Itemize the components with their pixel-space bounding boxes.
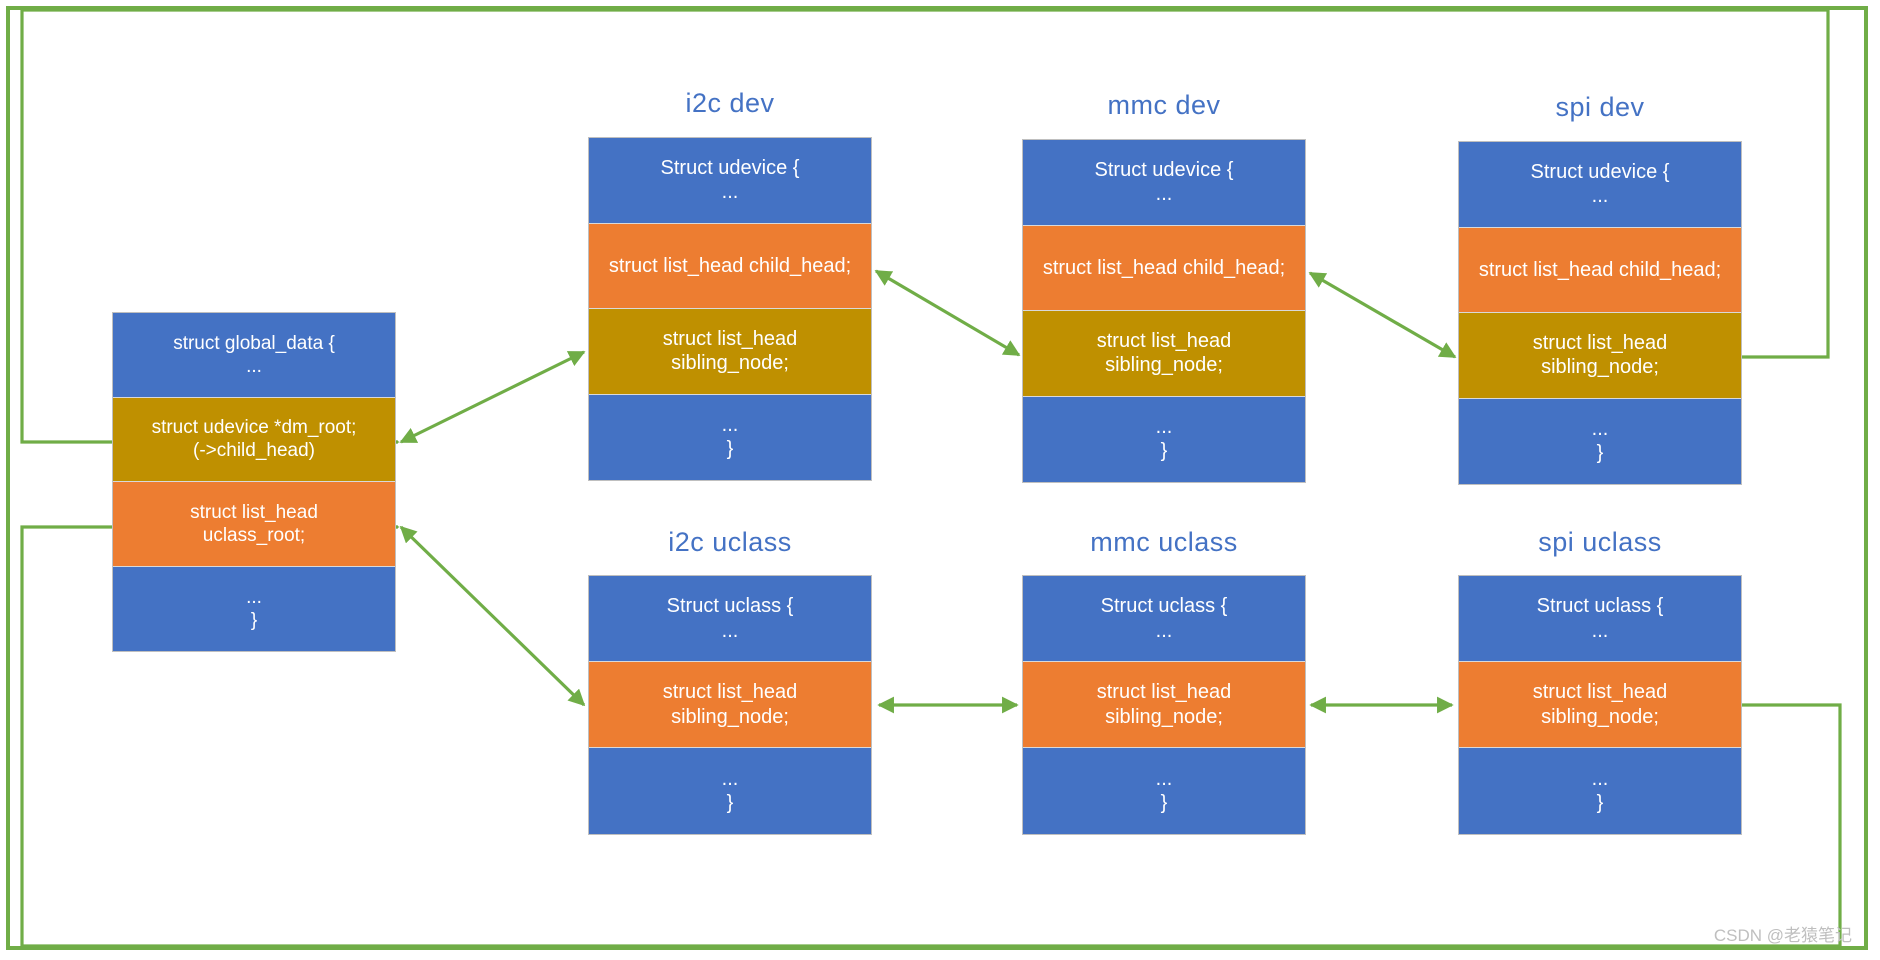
i2c-dev-row-footer-line2: } <box>726 438 734 461</box>
i2c-uclass-row-header-line1: Struct uclass { <box>666 595 794 618</box>
spi-uclass-row-sibling-node: struct list_head sibling_node; <box>1459 662 1741 748</box>
mmc-dev-row-sibling-node-line1: struct list_head <box>1096 329 1232 352</box>
gd-row-uclass-root-line2: uclass_root; <box>202 524 306 546</box>
spi-uclass-row-header-line1: Struct uclass { <box>1536 595 1664 618</box>
i2c-dev-box[interactable]: Struct udevice { ... struct list_head ch… <box>588 137 872 481</box>
spi-dev-box[interactable]: Struct udevice { ... struct list_head ch… <box>1458 141 1742 485</box>
i2c-dev-row-sibling-node-line2: sibling_node; <box>671 352 789 375</box>
mmc-uclass-row-footer-line2: } <box>1160 792 1168 814</box>
mmc-uclass-row-sibling-node: struct list_head sibling_node; <box>1023 662 1305 748</box>
i2c-uclass-row-sibling-node-line2: sibling_node; <box>671 705 789 728</box>
caption-spi-dev: spi dev <box>1555 92 1645 122</box>
mmc-dev-row-footer: ... } <box>1023 396 1305 482</box>
mmc-dev-row-sibling-node: struct list_head sibling_node; <box>1023 311 1305 397</box>
i2c-uclass-row-footer-line1: ... <box>721 767 739 790</box>
mmc-dev-row-header-line2: ... <box>1155 183 1173 206</box>
caption-i2c-dev: i2c dev <box>685 88 775 118</box>
i2c-dev-row-footer: ... } <box>589 394 871 480</box>
mmc-dev-row-sibling-node-line2: sibling_node; <box>1105 354 1223 377</box>
mmc-dev-row-footer-line1: ... <box>1155 415 1173 438</box>
spi-uclass-row-footer-line2: } <box>1596 792 1604 814</box>
i2c-uclass-row-header-line2: ... <box>721 619 739 642</box>
spi-dev-row-footer-line1: ... <box>1591 417 1609 440</box>
i2c-uclass-box[interactable]: Struct uclass { ... struct list_head sib… <box>588 575 872 835</box>
gd-row-header-line2: ... <box>246 355 262 377</box>
spi-dev-row-footer: ... } <box>1459 398 1741 484</box>
spi-uclass-row-sibling-node-line2: sibling_node; <box>1541 705 1659 728</box>
i2c-dev-row-sibling-node: struct list_head sibling_node; <box>589 309 871 395</box>
gd-row-footer-line2: } <box>250 609 258 631</box>
i2c-uclass-row-sibling-node-line1: struct list_head <box>662 681 798 704</box>
i2c-dev-row-child-head-line1: struct list_head child_head; <box>608 254 852 277</box>
i2c-dev-row-header: Struct udevice { ... <box>589 138 871 224</box>
caption-i2c-uclass: i2c uclass <box>668 527 792 557</box>
spi-dev-row-sibling-node-line1: struct list_head <box>1532 331 1668 354</box>
watermark-label: CSDN @老猿笔记 <box>1713 926 1852 945</box>
spi-uclass-row-footer-line1: ... <box>1591 767 1609 790</box>
i2c-uclass-row-footer: ... } <box>589 748 871 834</box>
diagram-frame-border <box>6 6 1868 950</box>
spi-dev-row-footer-line2: } <box>1596 442 1604 465</box>
spi-dev-row-header-line2: ... <box>1591 185 1609 208</box>
gd-row-uclass-root-line1: struct list_head <box>190 501 318 523</box>
i2c-dev-row-footer-line1: ... <box>721 413 739 436</box>
spi-dev-row-header: Struct udevice { ... <box>1459 142 1741 228</box>
caption-mmc-dev: mmc dev <box>1107 90 1221 120</box>
mmc-dev-row-child-head: struct list_head child_head; <box>1023 225 1305 311</box>
i2c-uclass-row-header: Struct uclass { ... <box>589 576 871 662</box>
i2c-dev-row-header-line1: Struct udevice { <box>660 156 800 179</box>
caption-spi-uclass: spi uclass <box>1538 527 1662 557</box>
i2c-uclass-row-footer-line2: } <box>726 792 734 814</box>
mmc-uclass-row-header-line2: ... <box>1155 619 1173 642</box>
spi-uclass-row-sibling-node-line1: struct list_head <box>1532 681 1668 704</box>
gd-row-footer-line1: ... <box>246 586 262 608</box>
gd-row-dm-root-line1: struct udevice *dm_root; <box>151 417 357 439</box>
gd-row-header: struct global_data { ... <box>113 313 395 398</box>
mmc-dev-row-header-line1: Struct udevice { <box>1094 158 1234 181</box>
spi-dev-row-sibling-node: struct list_head sibling_node; <box>1459 313 1741 399</box>
i2c-dev-row-child-head: struct list_head child_head; <box>589 223 871 309</box>
mmc-dev-row-child-head-line1: struct list_head child_head; <box>1042 256 1286 279</box>
global-data-box[interactable]: struct global_data { ... struct udevice … <box>112 312 396 652</box>
gd-row-footer: ... } <box>113 566 395 651</box>
spi-dev-row-child-head: struct list_head child_head; <box>1459 227 1741 313</box>
spi-dev-row-header-line1: Struct udevice { <box>1530 160 1670 183</box>
caption-mmc-uclass: mmc uclass <box>1090 527 1238 557</box>
gd-row-dm-root-line2: (->child_head) <box>193 440 315 462</box>
mmc-uclass-row-sibling-node-line1: struct list_head <box>1096 681 1232 704</box>
mmc-uclass-row-sibling-node-line2: sibling_node; <box>1105 705 1223 728</box>
gd-row-uclass-root: struct list_head uclass_root; <box>113 482 395 567</box>
i2c-uclass-row-sibling-node: struct list_head sibling_node; <box>589 662 871 748</box>
gd-row-dm-root: struct udevice *dm_root; (->child_head) <box>113 397 395 482</box>
spi-uclass-row-header: Struct uclass { ... <box>1459 576 1741 662</box>
spi-uclass-row-footer: ... } <box>1459 748 1741 834</box>
mmc-dev-row-header: Struct udevice { ... <box>1023 140 1305 226</box>
mmc-uclass-row-footer-line1: ... <box>1155 767 1173 790</box>
mmc-dev-box[interactable]: Struct udevice { ... struct list_head ch… <box>1022 139 1306 483</box>
mmc-uclass-row-header: Struct uclass { ... <box>1023 576 1305 662</box>
mmc-uclass-row-header-line1: Struct uclass { <box>1100 595 1228 618</box>
mmc-uclass-box[interactable]: Struct uclass { ... struct list_head sib… <box>1022 575 1306 835</box>
gd-row-header-line1: struct global_data { <box>173 332 335 354</box>
spi-dev-row-child-head-line1: struct list_head child_head; <box>1478 258 1722 281</box>
mmc-dev-row-footer-line2: } <box>1160 440 1168 463</box>
spi-dev-row-sibling-node-line2: sibling_node; <box>1541 356 1659 379</box>
i2c-dev-row-header-line2: ... <box>721 181 739 204</box>
mmc-uclass-row-footer: ... } <box>1023 748 1305 834</box>
spi-uclass-row-header-line2: ... <box>1591 619 1609 642</box>
spi-uclass-box[interactable]: Struct uclass { ... struct list_head sib… <box>1458 575 1742 835</box>
i2c-dev-row-sibling-node-line1: struct list_head <box>662 327 798 350</box>
